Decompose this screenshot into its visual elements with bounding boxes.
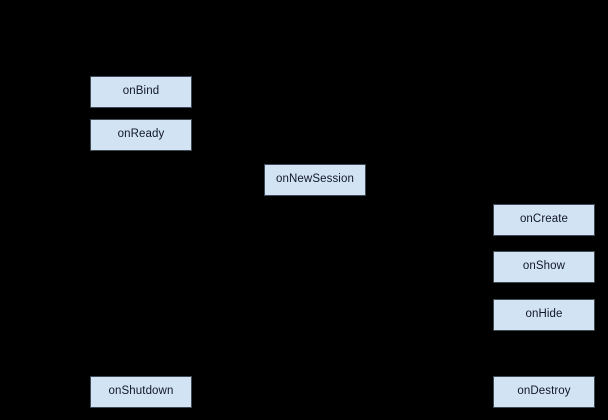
node-on-hide[interactable]: onHide (493, 299, 595, 331)
node-label-on-create: onCreate (519, 213, 569, 226)
node-on-ready[interactable]: onReady (90, 119, 192, 151)
node-label-on-new-session: onNewSession (276, 173, 354, 186)
node-label-on-bind: onBind (122, 85, 160, 98)
node-label-on-destroy: onDestroy (517, 385, 571, 398)
node-label-on-ready: onReady (117, 128, 165, 141)
node-on-bind[interactable]: onBind (90, 76, 192, 108)
node-on-new-session[interactable]: onNewSession (264, 164, 366, 196)
node-on-create[interactable]: onCreate (493, 204, 595, 236)
node-label-on-shutdown: onShutdown (108, 385, 174, 398)
node-on-destroy[interactable]: onDestroy (493, 376, 595, 408)
node-label-on-show: onShow (522, 260, 566, 273)
node-label-on-hide: onHide (525, 308, 563, 321)
node-on-show[interactable]: onShow (493, 251, 595, 283)
node-on-shutdown[interactable]: onShutdown (90, 376, 192, 408)
